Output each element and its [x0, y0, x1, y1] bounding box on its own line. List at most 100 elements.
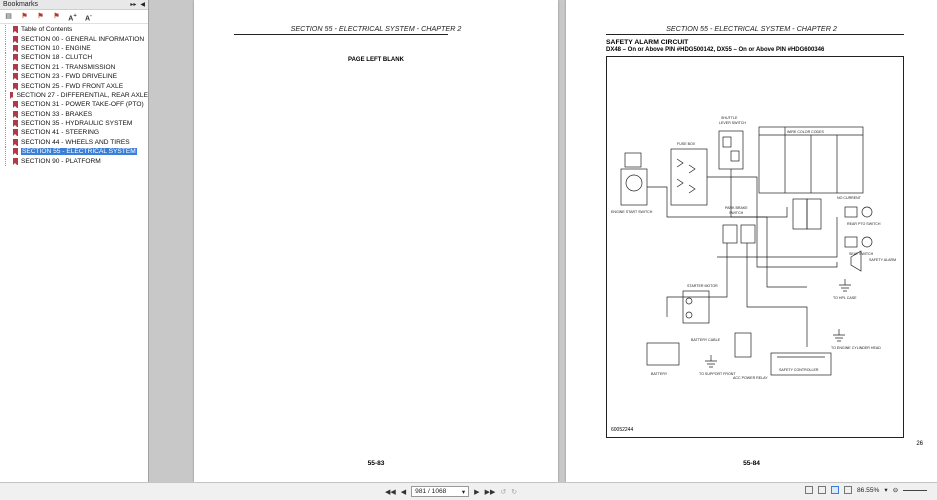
label-park-brake: PARK BRAKE [725, 206, 748, 210]
tree-line [5, 43, 13, 53]
bookmark-item[interactable]: SECTION 31 - POWER TAKE-OFF (PTO) [2, 100, 148, 110]
bookmark-item[interactable]: SECTION 25 - FWD FRONT AXLE [2, 81, 148, 91]
bookmark-item[interactable]: SECTION 18 - CLUTCH [2, 53, 148, 63]
bookmark-label: SECTION 18 - CLUTCH [21, 54, 93, 62]
bookmark-label: SECTION 55 - ELECTRICAL SYSTEM [21, 148, 137, 156]
decrease-text-icon[interactable]: A- [84, 13, 92, 23]
tree-line [5, 72, 13, 82]
bookmarks-toolbar: ▤ ⚑ ⚑ ⚑ A+ A- [0, 10, 148, 24]
page-dropdown-icon[interactable]: ▾ [461, 488, 466, 496]
options-menu-icon[interactable]: ▤ [5, 13, 12, 20]
document-viewer[interactable]: SECTION 55 - ELECTRICAL SYSTEM - CHAPTER… [150, 0, 937, 482]
delete-bookmark-icon[interactable]: ⚑ [53, 13, 60, 20]
prev-page-icon[interactable]: ◀ [400, 488, 407, 496]
zoom-out-icon[interactable]: ⊖ [892, 487, 899, 494]
bookmark-item[interactable]: SECTION 27 - DIFFERENTIAL, REAR AXLE [2, 90, 148, 100]
bookmark-label: SECTION 41 - STEERING [21, 129, 100, 137]
blank-page-text: PAGE LEFT BLANK [348, 57, 404, 63]
label-acc-relay: ACC POWER RELAY [733, 376, 768, 380]
tree-line [5, 81, 13, 91]
bookmark-label: SECTION 27 - DIFFERENTIAL, REAR AXLE [16, 91, 148, 99]
page-left: SECTION 55 - ELECTRICAL SYSTEM - CHAPTER… [194, 0, 558, 482]
page-header: SECTION 55 - ELECTRICAL SYSTEM - CHAPTER… [290, 24, 462, 33]
bookmark-label: SECTION 10 - ENGINE [21, 44, 91, 52]
status-toolbar: ◀◀ ◀ 981 / 1068 ▾ ▶ ▶▶ ↺ ↻ 86.55% ▾ ⊖ [0, 482, 937, 500]
label-to-hpl: TO HPL CASE [833, 296, 857, 300]
page-right: SECTION 55 - ELECTRICAL SYSTEM - CHAPTER… [566, 0, 937, 482]
bookmark-item[interactable]: SECTION 41 - STEERING [2, 128, 148, 138]
bookmark-item[interactable]: SECTION 33 - BRAKES [2, 109, 148, 119]
bookmark-icon [13, 54, 18, 62]
page-number-input[interactable]: 981 / 1068 ▾ [411, 486, 470, 497]
label-engine-start: ENGINE START SWITCH [611, 210, 653, 214]
collapse-panel-icon[interactable]: ◀ [140, 2, 145, 8]
bookmark-item[interactable]: SECTION 21 - TRANSMISSION [2, 62, 148, 72]
bookmark-item[interactable]: SECTION 23 - FWD DRIVELINE [2, 72, 148, 82]
page-input-value: 981 / 1068 [415, 488, 447, 495]
bookmark-icon [13, 82, 18, 90]
label-battery: BATTERY [651, 372, 668, 376]
panel-options-icon[interactable]: ▸▸ [130, 2, 137, 8]
increase-text-icon[interactable]: A+ [68, 13, 77, 23]
bookmark-icon [13, 129, 18, 137]
tree-line [5, 25, 13, 35]
tree-line [5, 62, 13, 72]
two-page-continuous-icon[interactable] [844, 486, 852, 494]
figure-number: 26 [916, 441, 923, 447]
label-no-current: NO CURRENT [837, 196, 862, 200]
bookmark-item[interactable]: SECTION 55 - ELECTRICAL SYSTEM [2, 147, 148, 157]
zoom-slider[interactable] [903, 489, 928, 491]
bookmark-icon [13, 138, 18, 146]
first-page-icon[interactable]: ◀◀ [385, 488, 396, 496]
continuous-view-icon[interactable] [818, 486, 826, 494]
header-rule [606, 34, 904, 35]
back-view-icon[interactable]: ↺ [500, 488, 507, 496]
single-page-view-icon[interactable] [805, 486, 813, 494]
label-shuttle: SHUTTLE [721, 116, 738, 120]
header-rule [234, 34, 448, 35]
bookmark-item[interactable]: Table of Contents [2, 25, 148, 35]
tree-line [5, 147, 13, 157]
view-controls: 86.55% ▾ ⊖ [805, 486, 928, 494]
bookmark-label: SECTION 44 - WHEELS AND TIRES [21, 138, 130, 146]
bookmark-icon [10, 91, 15, 99]
bookmark-item[interactable]: SECTION 90 - PLATFORM [2, 156, 148, 166]
bookmarks-header: Bookmarks ▸▸ ◀ [0, 0, 148, 10]
zoom-dropdown-icon[interactable]: ▾ [884, 487, 888, 494]
bookmark-item[interactable]: SECTION 35 - HYDRAULIC SYSTEM [2, 119, 148, 129]
bookmark-label: SECTION 31 - POWER TAKE-OFF (PTO) [21, 101, 144, 109]
bookmark-label: Table of Contents [21, 26, 73, 34]
tree-line [5, 128, 13, 138]
label-seat-switch: SEAT SWITCH [849, 252, 874, 256]
bookmark-icon [13, 63, 18, 71]
page-number: 55-83 [367, 460, 385, 467]
next-page-icon[interactable]: ▶ [474, 488, 480, 496]
forward-view-icon[interactable]: ↻ [511, 488, 518, 496]
bookmark-item[interactable]: SECTION 10 - ENGINE [2, 43, 148, 53]
last-page-icon[interactable]: ▶▶ [484, 488, 496, 496]
label-to-engine: TO ENGINE CYLINDER HEAD [831, 346, 881, 350]
two-page-view-icon[interactable] [831, 486, 839, 494]
expand-bookmark-icon[interactable]: ⚑ [21, 13, 28, 20]
bookmarks-title: Bookmarks [3, 1, 39, 8]
bookmark-icon [13, 73, 18, 81]
circuit-subtitle: DX48 – On or Above PIN #HDG500142, DX55 … [606, 47, 825, 53]
bookmark-label: SECTION 23 - FWD DRIVELINE [21, 73, 117, 81]
bookmark-icon [13, 110, 18, 118]
bookmark-item[interactable]: SECTION 00 - GENERAL INFORMATION [2, 34, 148, 44]
tree-line [5, 100, 13, 110]
tree-line [5, 156, 13, 166]
bookmark-icon [13, 157, 18, 165]
circuit-title: SAFETY ALARM CIRCUIT [606, 39, 689, 46]
label-safety-alarm: SAFETY ALARM [869, 258, 896, 262]
bookmark-icon [13, 120, 18, 128]
label-battery-cable: BATTERY CABLE [691, 338, 721, 342]
bookmark-label: SECTION 33 - BRAKES [21, 110, 93, 118]
bookmark-item[interactable]: SECTION 44 - WHEELS AND TIRES [2, 137, 148, 147]
label-switch: SWITCH [729, 211, 744, 215]
tree-line [5, 34, 13, 44]
tree-line [5, 109, 13, 119]
zoom-level[interactable]: 86.55% [857, 486, 880, 494]
new-bookmark-icon[interactable]: ⚑ [37, 13, 44, 20]
wiring-diagram-svg: FUSE BOX SHUTTLE LEVER SWITCH ENGINE STA… [611, 116, 896, 380]
